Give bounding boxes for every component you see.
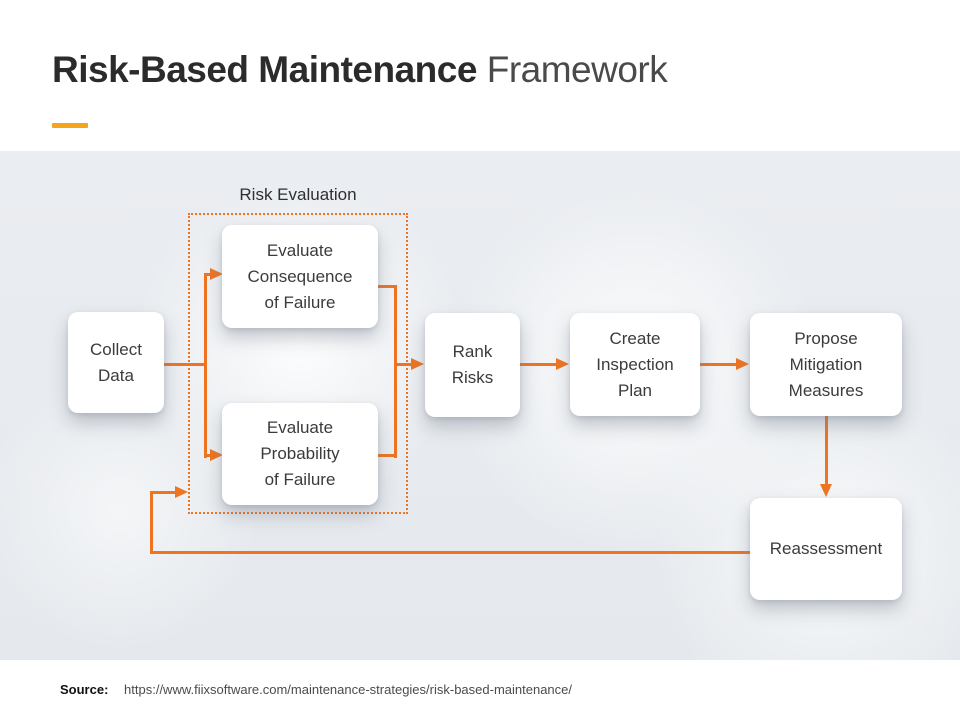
node-evaluate-consequence: Evaluate Consequence of Failure xyxy=(222,225,378,328)
page-title-secondary: Framework xyxy=(486,49,668,90)
page-title-primary: Risk-Based Maintenance xyxy=(52,49,477,90)
node-propose-mitigation-measures: Propose Mitigation Measures xyxy=(750,313,902,416)
connector-merge-vertical xyxy=(394,285,397,458)
source-url: https://www.fiixsoftware.com/maintenance… xyxy=(124,682,572,697)
node-create-inspection-plan: Create Inspection Plan xyxy=(570,313,700,416)
connector-split-vertical xyxy=(204,273,207,458)
node-collect-data: Collect Data xyxy=(68,312,164,413)
arrowhead-to-propose-icon xyxy=(736,358,749,370)
connector-feedback-to-group xyxy=(150,491,176,494)
arrowhead-feedback-to-group-icon xyxy=(175,486,188,498)
connector-probability-out xyxy=(378,454,397,457)
connector-to-rank-risks xyxy=(394,363,412,366)
connector-to-consequence xyxy=(204,273,212,276)
arrowhead-to-create-plan-icon xyxy=(556,358,569,370)
node-evaluate-probability: Evaluate Probability of Failure xyxy=(222,403,378,505)
source-footer: Source: https://www.fiixsoftware.com/mai… xyxy=(60,682,572,697)
connector-to-probability xyxy=(204,454,212,457)
header: Risk-Based Maintenance Framework xyxy=(52,48,668,92)
title-accent-dash xyxy=(52,123,88,128)
connector-consequence-out xyxy=(378,285,397,288)
risk-evaluation-group-label: Risk Evaluation xyxy=(239,185,357,204)
arrowhead-to-consequence-icon xyxy=(210,268,223,280)
arrowhead-to-probability-icon xyxy=(210,449,223,461)
flowchart-canvas: Risk Evaluation Collect Data Evaluate Co… xyxy=(0,151,960,660)
connector-feedback-horizontal xyxy=(150,551,750,554)
connector-collect-to-split xyxy=(164,363,207,366)
connector-rank-to-create xyxy=(520,363,557,366)
arrowhead-to-reassessment-icon xyxy=(820,484,832,497)
connector-propose-to-reassessment xyxy=(825,416,828,485)
page-title: Risk-Based Maintenance Framework xyxy=(52,48,668,92)
connector-feedback-vertical xyxy=(150,491,153,554)
arrowhead-to-rank-risks-icon xyxy=(411,358,424,370)
node-rank-risks: Rank Risks xyxy=(425,313,520,417)
source-label: Source: xyxy=(60,682,109,697)
node-reassessment: Reassessment xyxy=(750,498,902,600)
connector-create-to-propose xyxy=(700,363,737,366)
